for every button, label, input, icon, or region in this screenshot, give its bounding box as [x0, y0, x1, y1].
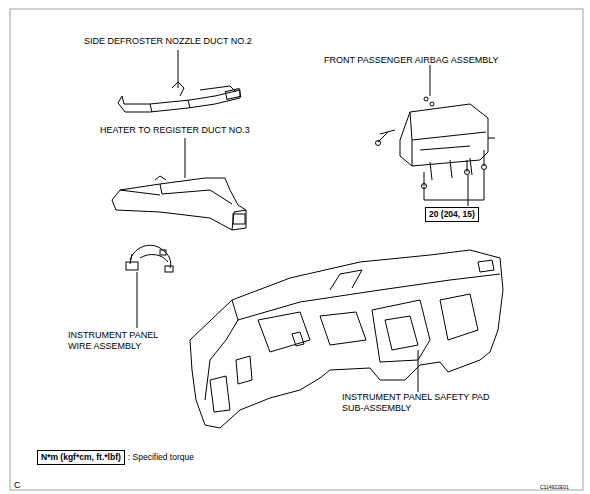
legend-text: : Specified torque — [128, 452, 194, 463]
part-name: SIDE DEFROSTER NOZZLE DUCT NO.2 — [84, 36, 252, 47]
figure-code: C114922E01 — [540, 484, 569, 490]
torque-value: N*m (kgf*cm, ft.*lbf) — [41, 452, 121, 462]
torque-value: 20 (204, 15) — [429, 209, 475, 219]
torque-box: 20 (204, 15) — [425, 207, 479, 222]
part-name: HEATER TO REGISTER DUCT NO.3 — [100, 125, 250, 136]
figure-letter: C — [14, 480, 21, 491]
part-name: INSTRUMENT PANEL WIRE ASSEMBLY — [68, 330, 168, 352]
part-name: FRONT PASSENGER AIRBAG ASSEMBLY — [324, 55, 499, 66]
torque-legend-box: N*m (kgf*cm, ft.*lbf): Specified torque — [37, 450, 125, 465]
part-name: INSTRUMENT PANEL SAFETY PAD SUB-ASSEMBLY — [342, 392, 492, 414]
